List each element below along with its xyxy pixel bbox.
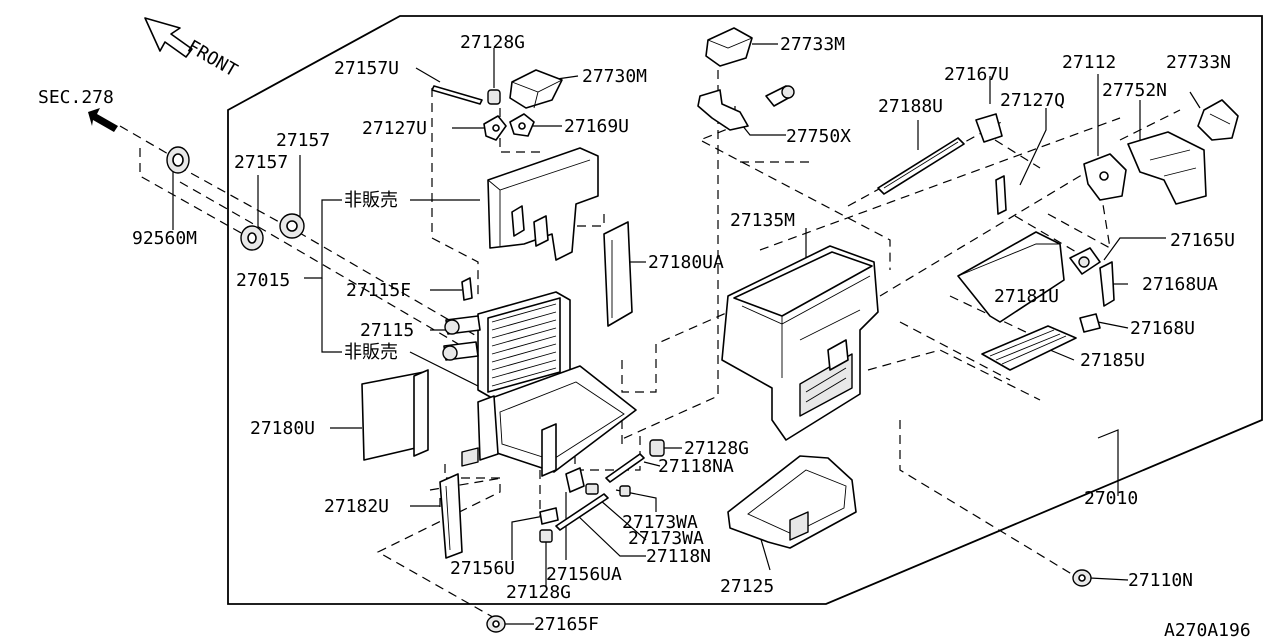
label-27112[interactable]: 27112: [1062, 52, 1116, 73]
clip-27173wa-b: [619, 485, 631, 497]
label-27118n[interactable]: 27118N: [646, 546, 711, 567]
screw-icon: [765, 85, 795, 107]
drawing-id-label: A270A196: [1164, 620, 1251, 640]
label-27752n[interactable]: 27752N: [1102, 80, 1167, 101]
lever-27168u: [1079, 313, 1101, 333]
link-plate-27112: [1083, 153, 1127, 201]
lever-27169u: [509, 113, 535, 137]
nut-27165f: [486, 615, 506, 633]
lever-27168ua: [1099, 261, 1115, 307]
grommet-92560m: [166, 146, 190, 174]
label-not-for-sale-lower: 非販売: [344, 342, 398, 363]
label-27173wa-a[interactable]: 27173WA: [622, 512, 698, 533]
label-27750x[interactable]: 27750X: [786, 126, 851, 147]
label-27733m[interactable]: 27733M: [780, 34, 845, 55]
label-27173wa-b[interactable]: 27173WA: [628, 528, 704, 549]
label-27185u[interactable]: 27185U: [1080, 350, 1145, 371]
link-rod-27157u: [431, 85, 483, 105]
label-27165f[interactable]: 27165F: [534, 614, 599, 635]
label-27730m[interactable]: 27730M: [582, 66, 647, 87]
pipe-27115f: [461, 277, 473, 301]
label-27181u[interactable]: 27181U: [994, 286, 1059, 307]
clip-27128g-bot: [539, 529, 553, 543]
duct-27125: [727, 455, 857, 549]
lever-27127u: [483, 115, 507, 141]
assembly-frame: [227, 15, 1263, 605]
assembly-guide-lines: [119, 70, 1181, 621]
label-27128g-mid[interactable]: 27128G: [684, 438, 749, 459]
part-labels: 27128G 27157U 27730M 27127U 27169U 27157…: [132, 32, 1251, 640]
section-ref-label: SEC.278: [38, 87, 114, 108]
label-92560m[interactable]: 92560M: [132, 228, 197, 249]
actuator-27733m: [705, 27, 753, 67]
nut-27110n: [1072, 569, 1092, 587]
label-27156u[interactable]: 27156U: [450, 558, 515, 579]
bracket-27167u: [975, 113, 1003, 143]
label-27157-a[interactable]: 27157: [234, 152, 288, 173]
label-27157u[interactable]: 27157U: [334, 58, 399, 79]
actuator-27733n: [1197, 99, 1239, 141]
rod-27165u: [1069, 247, 1101, 275]
label-27118na[interactable]: 27118NA: [658, 456, 734, 477]
lever-27156u: [539, 507, 559, 525]
front-arrow-icon: [144, 17, 193, 58]
rod-27118na: [605, 453, 645, 483]
seal-27182u: [439, 473, 463, 559]
section-arrow-icon: [88, 108, 118, 132]
grommet-27157-b: [279, 213, 305, 239]
heater-core-27115: [477, 291, 571, 399]
front-label: FRONT: [184, 36, 242, 81]
label-not-for-sale-upper: 非販売: [344, 190, 398, 211]
filter-27180u: [361, 369, 429, 461]
label-27165u[interactable]: 27165U: [1170, 230, 1235, 251]
intake-case-27135m: [721, 245, 879, 441]
label-27180ua[interactable]: 27180UA: [648, 252, 724, 273]
label-27010[interactable]: 27010: [1084, 488, 1138, 509]
clip-27173wa-a: [585, 483, 599, 495]
label-27180u[interactable]: 27180U: [250, 418, 315, 439]
seal-27180ua: [603, 221, 633, 327]
label-27128g-bot[interactable]: 27128G: [506, 582, 571, 603]
clip-27128g-top: [487, 89, 501, 105]
label-27188u[interactable]: 27188U: [878, 96, 943, 117]
lower-case-tray: [461, 365, 637, 477]
actuator-27730m: [509, 69, 563, 109]
label-27125[interactable]: 27125: [720, 576, 774, 597]
label-27115[interactable]: 27115: [360, 320, 414, 341]
bracket-27752n: [1127, 131, 1207, 205]
door-27181u: [957, 231, 1065, 323]
clip-27128g-mid: [649, 439, 665, 457]
label-27169u[interactable]: 27169U: [564, 116, 629, 137]
label-27015[interactable]: 27015: [236, 270, 290, 291]
label-27127u[interactable]: 27127U: [362, 118, 427, 139]
label-27110n[interactable]: 27110N: [1128, 570, 1193, 591]
label-27168ua[interactable]: 27168UA: [1142, 274, 1218, 295]
label-27168u[interactable]: 27168U: [1130, 318, 1195, 339]
lever-27156ua: [565, 467, 585, 493]
filter-27185u: [981, 325, 1077, 371]
label-27182u[interactable]: 27182U: [324, 496, 389, 517]
label-27135m[interactable]: 27135M: [730, 210, 795, 231]
lever-27127q: [995, 175, 1007, 215]
bracket-27750x: [697, 89, 749, 131]
label-27115f[interactable]: 27115F: [346, 280, 411, 301]
link-27188u: [877, 137, 965, 195]
upper-case-housing: [487, 147, 599, 261]
label-27167u[interactable]: 27167U: [944, 64, 1009, 85]
grommet-27157-a: [240, 225, 264, 251]
label-27157-b[interactable]: 27157: [276, 130, 330, 151]
label-27127q[interactable]: 27127Q: [1000, 90, 1065, 111]
pipe-joint-27115: [442, 315, 481, 361]
label-27128g-top[interactable]: 27128G: [460, 32, 525, 53]
label-27733n[interactable]: 27733N: [1166, 52, 1231, 73]
rod-27118n: [555, 493, 609, 531]
label-27156ua[interactable]: 27156UA: [546, 564, 622, 585]
